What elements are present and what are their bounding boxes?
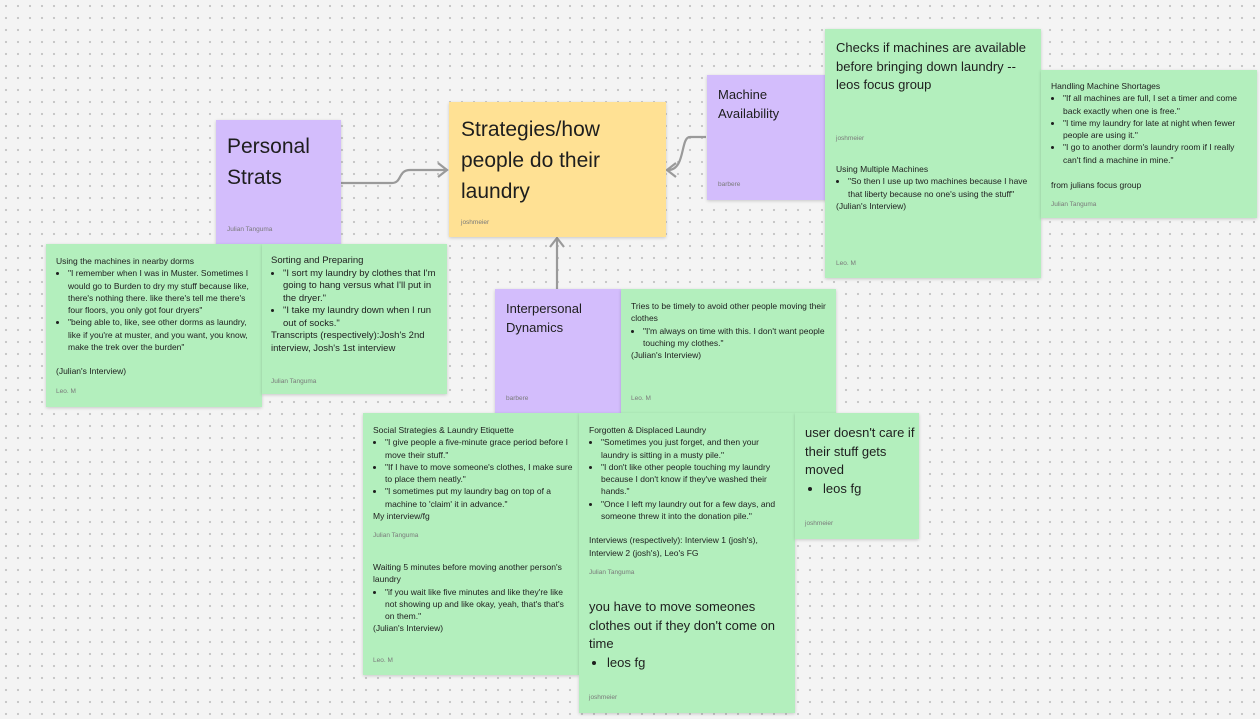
checks-machines-text: Checks if machines are available before …	[836, 40, 1027, 92]
quote-bullet: "If all machines are full, I set a timer…	[1063, 92, 1251, 117]
nearby-dorms-content: Using the machines in nearby dorms "I re…	[56, 255, 256, 378]
arrowhead-interpersonal	[549, 236, 565, 248]
waiting-five-minutes-section: Waiting 5 minutes before moving another …	[373, 561, 573, 635]
machine-shortages-content: Handling Machine Shortages "If all machi…	[1051, 80, 1251, 191]
connector-machine-to-main	[667, 135, 706, 172]
sticky-author: Leo. M	[631, 395, 651, 402]
social-strategies-source: My interview/fg	[373, 511, 430, 522]
quote-bullet: "I'm always on time with this. I don't w…	[643, 325, 827, 350]
sticky-author: Leo. M	[836, 260, 856, 267]
forgotten-laundry-source: Interviews (respectively): Interview 1 (…	[589, 535, 758, 558]
move-clothes-bullets: leos fg	[589, 654, 789, 673]
quote-bullet: "I remember when I was in Muster. Someti…	[68, 267, 256, 316]
machine-availability-title: Machine Availability	[718, 87, 780, 121]
forgotten-laundry-content: Forgotten & Displaced Laundry "Sometimes…	[589, 424, 789, 559]
sticky-author: Julian Tanguma	[1051, 201, 1097, 208]
quote-bullet: "If I have to move someone's clothes, I …	[385, 461, 573, 486]
multiple-machines-section: Using Multiple Machines "So then I use u…	[836, 163, 1036, 212]
machine-shortages-title: Handling Machine Shortages	[1051, 81, 1161, 91]
sticky-author: joshmeier	[461, 219, 490, 226]
sticky-author: Leo. M	[56, 388, 76, 395]
timely-bullets: "I'm always on time with this. I don't w…	[631, 325, 827, 350]
sticky-author: Julian Tanguma	[373, 532, 419, 539]
quote-bullet: "I time my laundry for late at night whe…	[1063, 117, 1251, 142]
timely-source: (Julian's Interview)	[631, 350, 702, 361]
sticky-author: Julian Tanguma	[227, 226, 273, 233]
quote-bullet: "I don't like other people touching my l…	[601, 461, 789, 498]
waiting-five-minutes-source: (Julian's Interview)	[373, 623, 444, 634]
quote-bullet: "Sometimes you just forget, and then you…	[601, 436, 789, 461]
sorting-preparing-title: Sorting and Preparing	[271, 255, 364, 266]
sticky-author: joshmeier	[836, 135, 865, 142]
sticky-author: barbere	[718, 181, 741, 188]
sticky-author: Julian Tanguma	[589, 569, 635, 576]
no-care-bullets: leos fg	[805, 480, 917, 499]
forgotten-laundry-bullets: "Sometimes you just forget, and then you…	[589, 436, 789, 522]
social-strategies-title: Social Strategies & Laundry Etiquette	[373, 425, 514, 435]
main-topic-title: Strategies/how people do their laundry	[461, 118, 600, 203]
quote-bullet: "Once I left my laundry out for a few da…	[601, 498, 789, 523]
quote-bullet: "I sort my laundry by clothes that I'm g…	[283, 268, 443, 306]
nearby-dorms-sticky[interactable]: Using the machines in nearby dorms "I re…	[46, 244, 262, 407]
social-strategies-bullets: "I give people a five-minute grace perio…	[373, 436, 573, 510]
interpersonal-dynamics-sticky[interactable]: Interpersonal Dynamics barbere	[495, 289, 621, 414]
sticky-author: barbere	[506, 395, 529, 402]
checks-machines-sticky[interactable]: Checks if machines are available before …	[825, 29, 1041, 278]
sorting-preparing-sticky[interactable]: Sorting and Preparing "I sort my laundry…	[262, 244, 447, 394]
sticky-author: joshmeier	[805, 520, 834, 527]
source-bullet: leos fg	[607, 654, 789, 673]
social-strategies-sticky[interactable]: Social Strategies & Laundry Etiquette "I…	[363, 413, 579, 675]
move-clothes-section: you have to move someones clothes out if…	[589, 598, 789, 672]
sorting-preparing-source: Transcripts (respectively):Josh's 2nd in…	[271, 330, 425, 354]
quote-bullet: "being able to, like, see other dorms as…	[68, 316, 256, 353]
quote-bullet: "I go to another dorm's laundry room if …	[1063, 141, 1251, 166]
social-strategies-content: Social Strategies & Laundry Etiquette "I…	[373, 424, 573, 522]
personal-strats-title: Personal Strats	[227, 135, 310, 189]
sorting-preparing-content: Sorting and Preparing "I sort my laundry…	[271, 255, 443, 355]
timely-title: Tries to be timely to avoid other people…	[631, 301, 826, 324]
sorting-preparing-bullets: "I sort my laundry by clothes that I'm g…	[271, 268, 443, 331]
interpersonal-dynamics-title: Interpersonal Dynamics	[506, 301, 582, 335]
no-care-sticky[interactable]: user doesn't care if their stuff gets mo…	[795, 413, 919, 539]
multiple-machines-bullets: "So then I use up two machines because I…	[836, 175, 1036, 200]
main-topic-sticky[interactable]: Strategies/how people do their laundry j…	[449, 102, 666, 237]
quote-bullet: "if you wait like five minutes and like …	[385, 586, 573, 623]
nearby-dorms-bullets: "I remember when I was in Muster. Someti…	[56, 267, 256, 353]
timely-sticky[interactable]: Tries to be timely to avoid other people…	[621, 289, 836, 414]
machine-availability-sticky[interactable]: Machine Availability barbere	[707, 75, 832, 200]
quote-bullet: "I sometimes put my laundry bag on top o…	[385, 485, 573, 510]
arrowhead-machine	[665, 162, 677, 178]
personal-strats-sticky[interactable]: Personal Strats Julian Tanguma	[216, 120, 341, 245]
quote-bullet: "I give people a five-minute grace perio…	[385, 436, 573, 461]
multiple-machines-title: Using Multiple Machines	[836, 164, 929, 174]
arrowhead-personal	[437, 162, 449, 178]
timely-content: Tries to be timely to avoid other people…	[631, 300, 827, 361]
move-clothes-text: you have to move someones clothes out if…	[589, 599, 776, 651]
waiting-five-minutes-title: Waiting 5 minutes before moving another …	[373, 562, 562, 585]
machine-shortages-bullets: "If all machines are full, I set a timer…	[1051, 92, 1251, 166]
forgotten-laundry-title: Forgotten & Displaced Laundry	[589, 425, 707, 435]
multiple-machines-source: (Julian's Interview)	[836, 200, 907, 211]
sticky-author: Julian Tanguma	[271, 378, 317, 385]
sticky-author: joshmeier	[589, 694, 618, 701]
quote-bullet: "So then I use up two machines because I…	[848, 175, 1036, 200]
machine-shortages-source: from julians focus group	[1051, 180, 1142, 191]
machine-shortages-sticky[interactable]: Handling Machine Shortages "If all machi…	[1041, 70, 1257, 218]
waiting-five-minutes-bullets: "if you wait like five minutes and like …	[373, 586, 573, 623]
no-care-text: user doesn't care if their stuff gets mo…	[805, 425, 915, 477]
quote-bullet: "I take my laundry down when I run out o…	[283, 305, 443, 330]
forgotten-laundry-sticky[interactable]: Forgotten & Displaced Laundry "Sometimes…	[579, 413, 795, 713]
sticky-author: Leo. M	[373, 657, 393, 664]
no-care-content: user doesn't care if their stuff gets mo…	[805, 424, 917, 498]
nearby-dorms-source: (Julian's Interview)	[56, 366, 127, 377]
nearby-dorms-title: Using the machines in nearby dorms	[56, 256, 194, 266]
connector-personal-to-main	[341, 168, 446, 185]
source-bullet: leos fg	[823, 480, 917, 499]
